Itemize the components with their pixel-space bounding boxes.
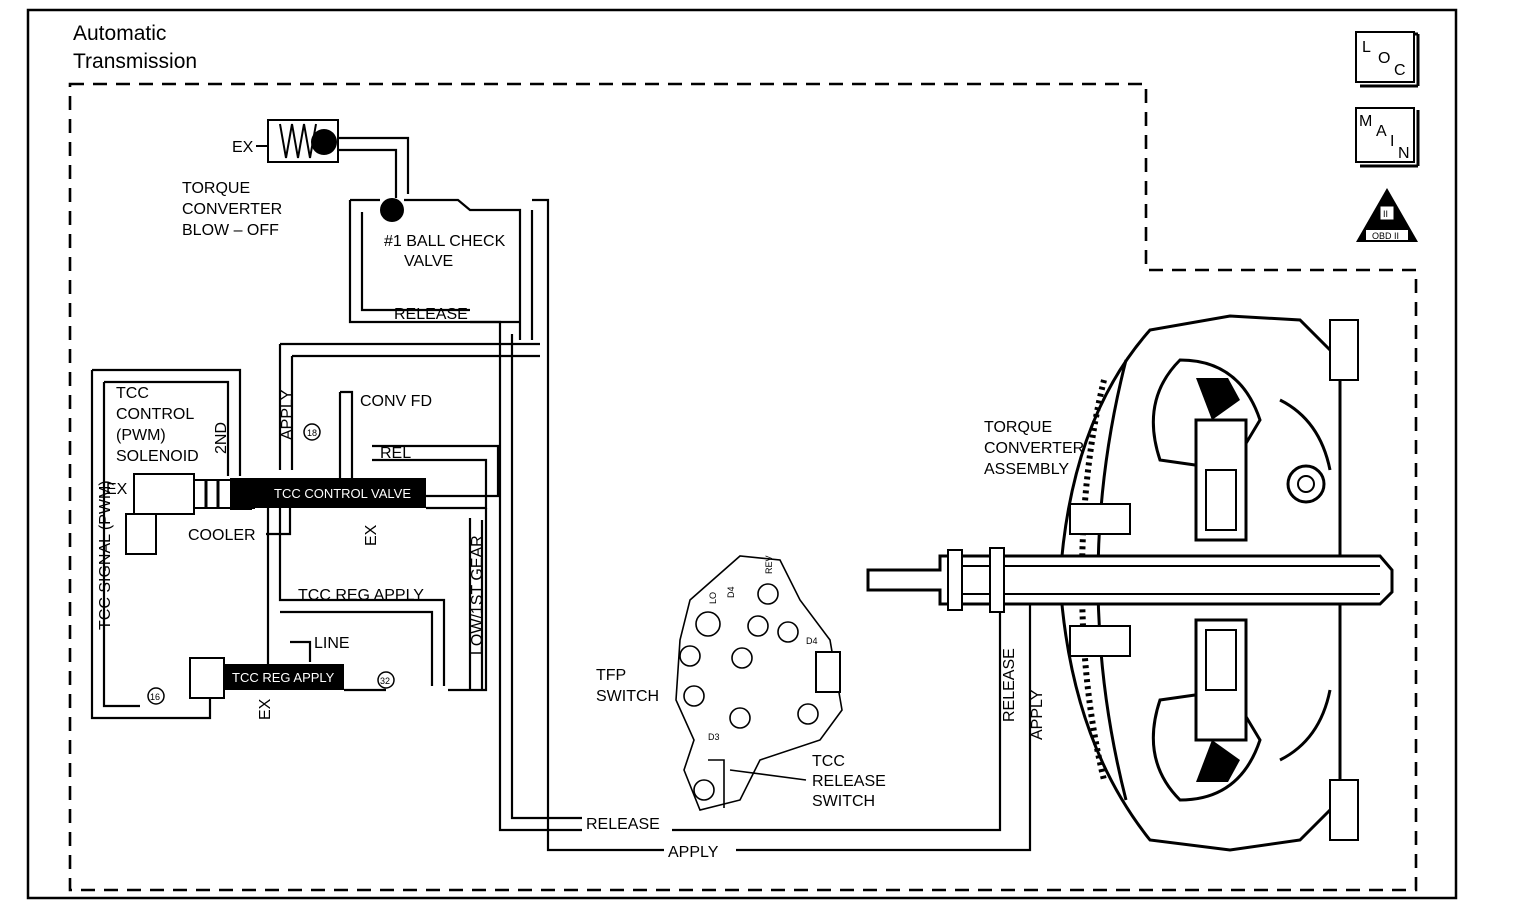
passage-tcc-reg-apply <box>266 508 446 686</box>
d4-label-b: D4 <box>806 636 818 646</box>
svg-text:C: C <box>1394 62 1406 79</box>
passage-line <box>290 640 312 662</box>
passage-blowoff <box>338 136 410 194</box>
passage-conv-fd <box>338 390 354 478</box>
line-label: LINE <box>314 635 350 652</box>
orifice-16-icon <box>147 687 165 705</box>
obd-ii-icon[interactable]: II OBD II <box>1356 188 1418 242</box>
loc-icon[interactable]: L O C <box>1355 31 1420 88</box>
blowoff-label-2: CONVERTER <box>182 201 282 218</box>
svg-text:N: N <box>1398 145 1410 162</box>
tcc-release-switch-label-3: SWITCH <box>812 793 875 810</box>
tfp-switch <box>675 555 843 811</box>
tcc-reg-apply-valve <box>189 657 344 699</box>
passage-apply-top <box>278 342 540 470</box>
torque-converter-label-2: CONVERTER <box>984 440 1084 457</box>
svg-text:O: O <box>1378 50 1390 67</box>
tcc-signal-label: TCC SIGNAL (PWM) <box>97 480 114 630</box>
blowoff-label-1: TORQUE <box>182 180 250 197</box>
passage-tcc-signal <box>90 368 242 720</box>
tfp-label-2: SWITCH <box>596 688 659 705</box>
title-line-2: Transmission <box>73 50 197 73</box>
orifice-16-label: 16 <box>150 692 160 702</box>
rel-label: REL <box>380 445 411 462</box>
ball-check-icon <box>380 198 404 222</box>
tcc-reg-apply-label: TCC REG APPLY <box>298 587 424 604</box>
tcc-release-switch-label-2: RELEASE <box>812 773 886 790</box>
tcc-solenoid-label-3: (PWM) <box>116 427 166 444</box>
title-line-1: Automatic <box>73 22 166 45</box>
orifice-18-label: 18 <box>307 428 317 438</box>
passage-rel <box>372 458 488 510</box>
outer-frame <box>26 8 1458 900</box>
svg-text:L: L <box>1362 39 1371 56</box>
release-right-label: RELEASE <box>1001 648 1018 722</box>
torque-converter-label-3: ASSEMBLY <box>984 461 1069 478</box>
low-gear-label: LOW/1ST GEAR <box>469 535 486 655</box>
ball-check-label-1: #1 BALL CHECK <box>384 233 506 250</box>
tcc-reg-apply-valve-label: TCC REG APPLY <box>232 670 335 685</box>
release-top-label: RELEASE <box>394 306 468 323</box>
passage-ball-check <box>350 198 522 340</box>
lo-label: LO <box>708 592 718 604</box>
apply-bottom-label: APPLY <box>668 844 719 861</box>
svg-text:A: A <box>1376 123 1387 140</box>
orifice-32-label: 32 <box>380 676 390 686</box>
ex-top-label: EX <box>232 139 254 156</box>
rev-label: REV <box>764 555 774 574</box>
blowoff-label-3: BLOW – OFF <box>182 222 279 239</box>
orifice-32-icon <box>377 671 395 689</box>
torque-converter-assembly <box>866 314 1394 852</box>
conv-fd-label: CONV FD <box>360 393 432 410</box>
passage-low-gear <box>468 518 484 690</box>
tcc-pwm-solenoid <box>125 473 255 555</box>
d3-label: D3 <box>708 732 720 742</box>
apply-right-label: APPLY <box>1029 689 1046 740</box>
transmission-boundary <box>68 82 1418 892</box>
cooler-label: COOLER <box>188 527 256 544</box>
ex-left-label: EX <box>106 481 128 498</box>
apply-vertical-label: APPLY <box>279 389 296 440</box>
tcc-control-valve-label: TCC CONTROL VALVE <box>274 486 411 501</box>
svg-text:M: M <box>1359 113 1372 130</box>
tcc-control-valve <box>252 478 426 508</box>
tcc-solenoid-label-4: SOLENOID <box>116 448 199 465</box>
d4-label-a: D4 <box>726 586 736 598</box>
second-gear-label: 2ND <box>213 422 230 454</box>
svg-text:I: I <box>1390 133 1394 150</box>
release-bottom-label: RELEASE <box>586 816 660 833</box>
ex-mid-label: EX <box>363 524 380 546</box>
orifice-18-icon <box>303 423 321 441</box>
passage-release-main <box>470 320 1002 832</box>
tfp-label-1: TFP <box>596 667 626 684</box>
svg-text:OBD II: OBD II <box>1372 231 1399 241</box>
passage-cooler <box>266 508 292 536</box>
torque-converter-label-1: TORQUE <box>984 419 1052 436</box>
tcc-solenoid-label-1: TCC <box>116 385 149 402</box>
ball-check-label-2: VALVE <box>404 253 453 270</box>
passage-apply-main <box>532 198 1032 852</box>
torque-converter-blowoff-valve <box>256 119 339 163</box>
svg-text:II: II <box>1383 209 1388 219</box>
tcc-solenoid-label-2: CONTROL <box>116 406 194 423</box>
ex-bottom-label: EX <box>257 698 274 720</box>
tcc-release-switch-label-1: TCC <box>812 753 845 770</box>
main-icon[interactable]: M A I N <box>1355 107 1420 168</box>
